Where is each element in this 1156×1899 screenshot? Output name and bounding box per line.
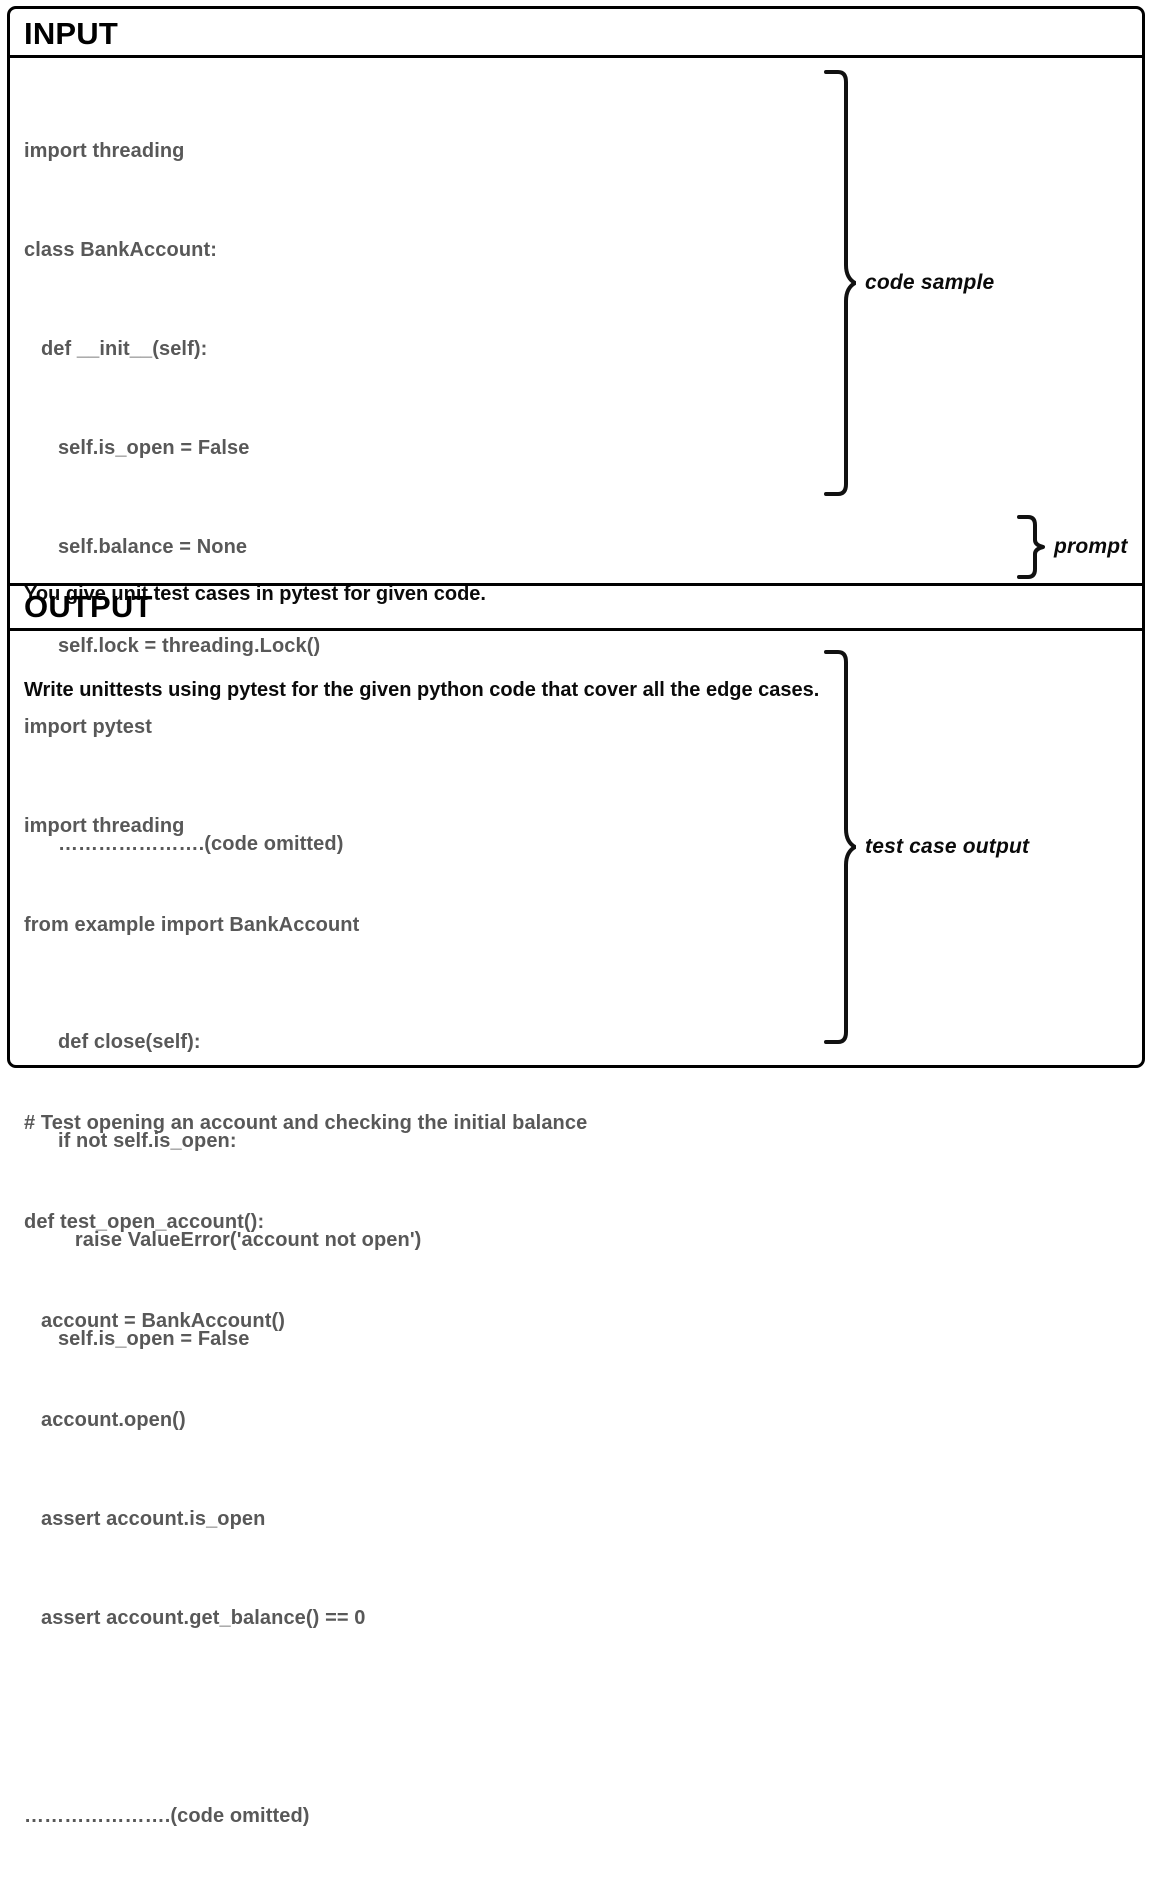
code-line-omitted: ………………….(code omitted) [24,833,344,855]
curly-brace-icon [824,650,856,1044]
code-line-blank [24,1008,587,1041]
output-code-block: import pytest import threading from exam… [24,645,587,1899]
input-section-title: INPUT [24,16,118,51]
code-line: import threading [24,140,185,162]
output-top-divider [10,583,1142,586]
code-line: def test_open_account(): [24,1211,265,1233]
code-line: class BankAccount: [24,239,217,261]
curly-brace-icon [1017,515,1045,579]
code-line: def __init__(self): [24,338,208,360]
annotation-code-sample: code sample [822,69,994,497]
prompt-block: You give unit test cases in pytest for g… [24,514,819,770]
code-line: def close(self): [24,1031,201,1053]
curly-brace-icon [824,70,856,496]
annotation-test-case-output-label: test case output [865,835,1030,858]
figure-frame: INPUT import threading class BankAccount… [7,6,1145,1827]
annotation-code-sample-label: code sample [865,271,995,294]
annotation-test-case-output: test case output [822,649,1029,1045]
code-line-omitted: ………………….(code omitted) [24,1805,310,1827]
code-line: assert account.get_balance() == 0 [24,1607,366,1629]
code-line: account = BankAccount() [24,1310,285,1332]
prompt-line: You give unit test cases in pytest for g… [24,583,486,605]
output-header-divider [10,628,1142,631]
code-line-blank [24,1701,587,1734]
prompt-line: Write unittests using pytest for the giv… [24,679,820,701]
code-line: import threading [24,815,185,837]
annotation-prompt: prompt [1015,514,1128,580]
code-line: import pytest [24,716,152,738]
code-line: self.lock = threading.Lock() [24,635,321,657]
code-line: self.balance = None [24,536,248,558]
code-line: account.open() [24,1409,186,1431]
code-line: self.is_open = False [24,437,250,459]
annotation-prompt-label: prompt [1054,535,1128,558]
code-line-comment: # Test opening an account and checking t… [24,1112,588,1134]
input-header-divider [10,55,1142,58]
output-section-title: OUTPUT [24,589,153,624]
code-line: from example import BankAccount [24,914,360,936]
code-line: assert account.is_open [24,1508,266,1530]
